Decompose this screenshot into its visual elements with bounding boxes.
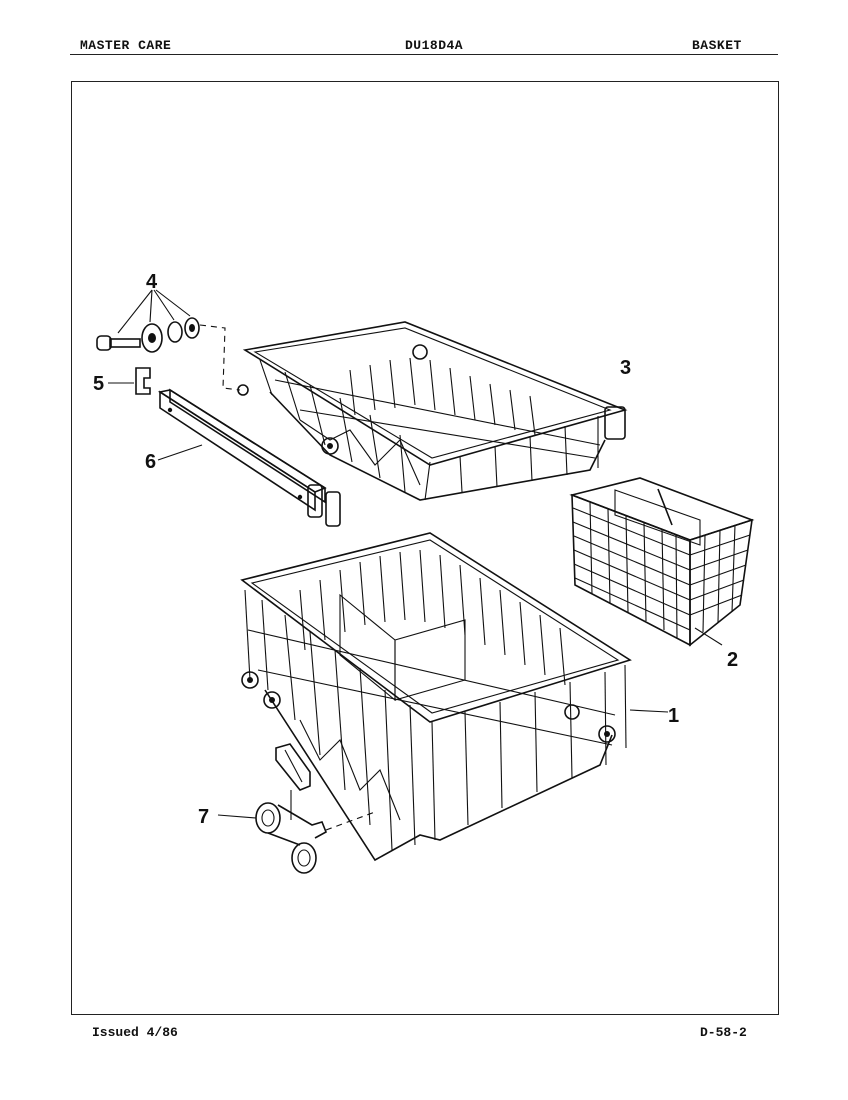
callout-5: 5 [93, 373, 104, 395]
header-model-number: DU18D4A [405, 38, 464, 53]
header-section-title: BASKET [692, 38, 742, 53]
lower-dish-rack-icon [240, 532, 669, 862]
callout-4: 4 [146, 271, 158, 293]
callout-7: 7 [198, 806, 209, 828]
page-code: D-58-2 [700, 1025, 747, 1040]
upper-dish-rack-icon [242, 321, 628, 501]
callout-3: 3 [620, 357, 631, 379]
diagram-frame [71, 81, 779, 1015]
silverware-basket-icon [569, 477, 755, 647]
roller-axle-kit-icon [96, 289, 249, 396]
issued-date: Issued 4/86 [92, 1025, 178, 1040]
header-rule [70, 54, 778, 55]
callout-1: 1 [668, 705, 679, 727]
callout-2: 2 [727, 649, 738, 671]
rack-stop-clip-icon [108, 367, 151, 395]
track-slide-icon [157, 388, 341, 527]
header-model-line: MASTER CARE [80, 38, 172, 53]
callout-6: 6 [145, 451, 156, 473]
lower-rack-wheel-icon [217, 743, 376, 874]
